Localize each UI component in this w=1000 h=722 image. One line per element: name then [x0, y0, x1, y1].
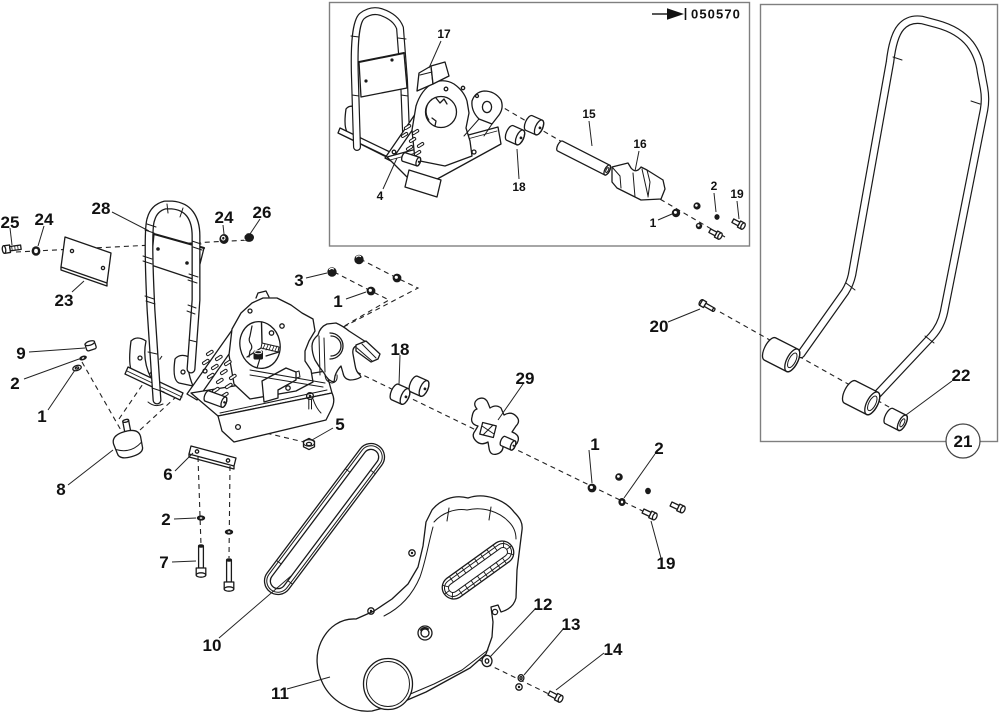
svg-text:21: 21 — [954, 432, 973, 451]
svg-text:28: 28 — [92, 199, 111, 218]
svg-text:18: 18 — [391, 340, 410, 359]
svg-text:050570: 050570 — [691, 7, 741, 22]
svg-text:5: 5 — [335, 415, 344, 434]
svg-text:25: 25 — [1, 213, 20, 232]
svg-text:15: 15 — [582, 107, 596, 121]
svg-text:11: 11 — [271, 684, 289, 703]
svg-text:24: 24 — [35, 210, 54, 229]
svg-text:17: 17 — [437, 27, 451, 41]
svg-text:2: 2 — [711, 179, 718, 193]
svg-text:6: 6 — [163, 465, 172, 484]
svg-text:12: 12 — [534, 595, 553, 614]
svg-text:10: 10 — [203, 636, 222, 655]
svg-text:4: 4 — [377, 189, 384, 203]
svg-text:18: 18 — [512, 180, 526, 194]
svg-text:22: 22 — [952, 366, 971, 385]
svg-text:2: 2 — [10, 374, 19, 393]
svg-text:8: 8 — [56, 480, 65, 499]
svg-text:24: 24 — [215, 208, 234, 227]
svg-text:14: 14 — [604, 640, 623, 659]
svg-text:29: 29 — [516, 369, 535, 388]
svg-text:3: 3 — [294, 271, 303, 290]
svg-text:1: 1 — [590, 435, 599, 454]
svg-text:23: 23 — [55, 291, 74, 310]
svg-text:19: 19 — [730, 187, 744, 201]
svg-text:1: 1 — [37, 407, 46, 426]
svg-text:2: 2 — [654, 439, 663, 458]
svg-text:26: 26 — [253, 203, 272, 222]
svg-text:1: 1 — [650, 216, 657, 230]
svg-text:20: 20 — [650, 317, 669, 336]
svg-text:1: 1 — [333, 292, 342, 311]
svg-text:13: 13 — [562, 615, 581, 634]
svg-text:2: 2 — [161, 510, 170, 529]
svg-text:16: 16 — [633, 137, 647, 151]
svg-text:7: 7 — [159, 553, 168, 572]
svg-text:19: 19 — [657, 554, 676, 573]
svg-text:9: 9 — [16, 344, 25, 363]
